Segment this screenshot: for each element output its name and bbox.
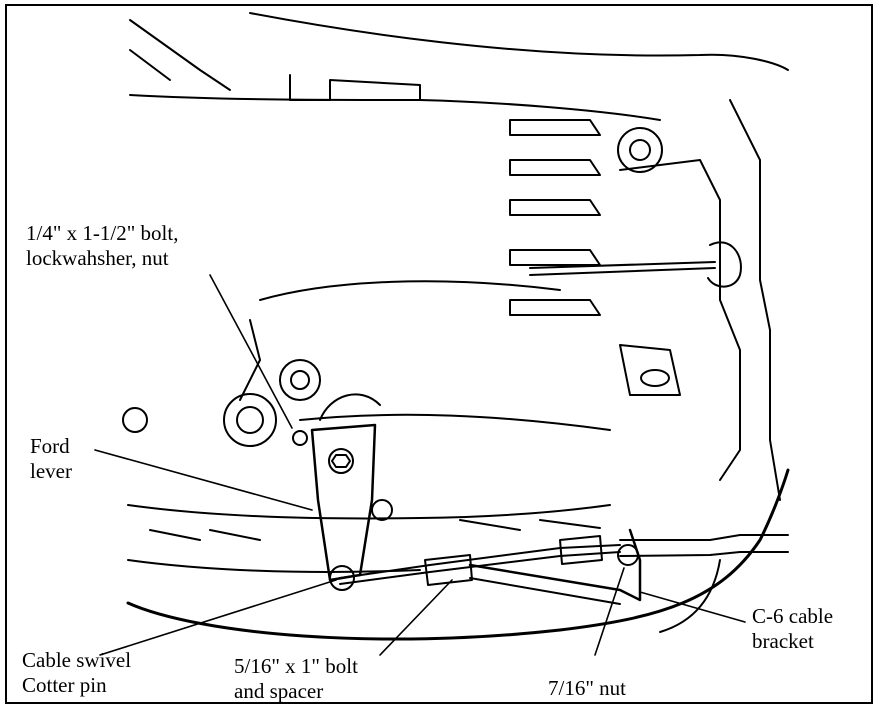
mount-pad [619, 344, 681, 396]
case-fin-5 [509, 299, 601, 316]
case-right-panel [619, 159, 741, 481]
case-fin-4 [509, 249, 601, 266]
nut-7-16-line1: 7/16" nut [548, 676, 626, 700]
shift-shaft-boss [279, 359, 321, 401]
bolt-5-16-line2: and spacer [234, 679, 324, 703]
shaft-housing [319, 393, 381, 421]
case-outline [249, 12, 789, 71]
edge-bolt [122, 407, 148, 433]
leader-nut-7-16 [594, 567, 625, 656]
nut-7-16-label: 7/16" nut [548, 676, 626, 701]
lever-bolt-head [292, 430, 308, 446]
cable-bracket-label: C-6 cable bracket [752, 604, 833, 654]
cable-bracket [468, 528, 642, 602]
lever-nut [328, 448, 354, 474]
cable-swivel [329, 565, 355, 591]
cable-continuation [659, 559, 721, 633]
cable-bracket-line1: C-6 cable [752, 604, 834, 628]
leader-bolt-quarter [209, 274, 293, 429]
bolt-5-16-line1: 5/16" x 1" bolt [234, 654, 358, 678]
bolt-quarter-label: 1/4" x 1-1/2" bolt, lockwahsher, nut [26, 221, 178, 271]
leader-cable-swivel [99, 579, 337, 656]
left-fin [239, 319, 261, 401]
case-lower-ridge [259, 280, 611, 431]
bracket-brace [469, 577, 621, 605]
case-upper-boss [289, 74, 421, 101]
case-pan-ribs [149, 519, 601, 541]
bolt-5-16-label: 5/16" x 1" bolt and spacer [234, 654, 358, 704]
leader-cable-bracket [639, 591, 746, 623]
cable-end-sleeve [559, 535, 603, 565]
ford-lever-line1: Ford [30, 434, 70, 458]
case-pan-lip [127, 559, 421, 573]
case-pan-rail [127, 504, 611, 520]
case-fin-2 [509, 159, 601, 176]
bolt-quarter-line2: lockwahsher, nut [26, 246, 169, 270]
case-bottom-outline [126, 468, 790, 641]
diagram-frame [5, 4, 873, 704]
rod-loop [707, 241, 742, 288]
cable-swivel-label: Cable swivel Cotter pin [22, 648, 131, 698]
shift-cable [339, 544, 621, 585]
upper-bolt-boss [617, 127, 663, 173]
cable-fitting [424, 554, 473, 586]
case-fin-1 [509, 119, 601, 136]
case-fin-3 [509, 199, 601, 216]
ford-lever-label: Ford lever [30, 434, 72, 484]
leader-bolt-5-16 [379, 579, 453, 656]
dipstick-rod [529, 261, 716, 276]
case-right-rib [729, 99, 781, 501]
cable-bracket-line2: bracket [752, 629, 814, 653]
case-mid-line [129, 94, 661, 121]
left-bolt-boss [223, 393, 277, 447]
case-top-rib [129, 19, 231, 91]
leader-ford-lever [94, 449, 313, 511]
cable-swivel-line1: Cable swivel [22, 648, 132, 672]
bolt-quarter-line1: 1/4" x 1-1/2" bolt, [26, 221, 179, 245]
cable-swivel-line2: Cotter pin [22, 673, 107, 697]
cable-housing [619, 534, 789, 557]
ford-lever-line2: lever [30, 459, 72, 483]
